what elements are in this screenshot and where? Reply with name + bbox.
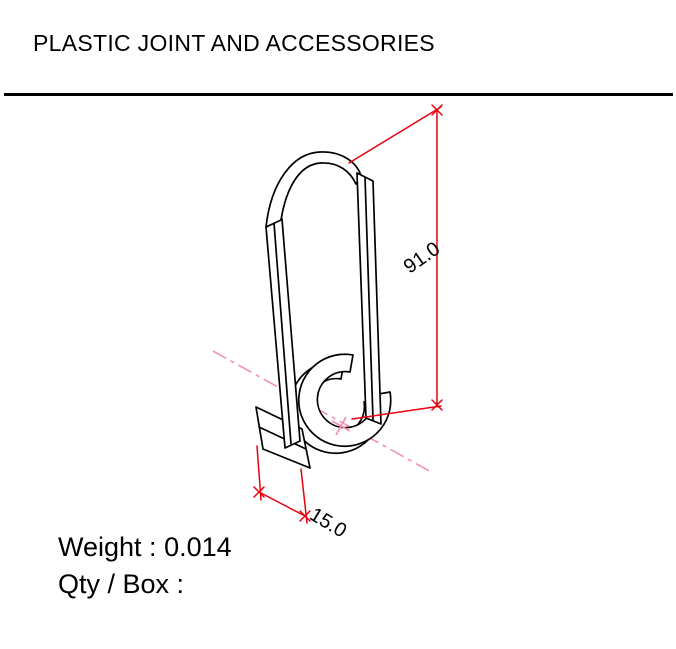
bottom-tab-edge: [258, 426, 307, 450]
center-mark-icon: [331, 416, 351, 436]
tick-mark: [431, 399, 443, 411]
qty-box-row: Qty / Box :: [58, 566, 232, 603]
qty-box-label: Qty / Box :: [58, 569, 185, 599]
weight-value: 0.014: [164, 532, 232, 562]
part-outline: [255, 151, 392, 469]
weight-row: Weight : 0.014: [58, 529, 232, 566]
part-info: Weight : 0.014 Qty / Box :: [58, 529, 232, 603]
centerline: [212, 350, 434, 474]
top-arch: [265, 151, 362, 228]
right-arm-edge: [364, 176, 374, 421]
left-arm-edge: [273, 222, 292, 445]
weight-label: Weight :: [58, 532, 157, 562]
title-divider: [4, 93, 673, 96]
extension-line: [348, 106, 442, 164]
dimension-line: [258, 491, 306, 517]
tick-mark: [431, 104, 443, 116]
tick-mark: [253, 486, 265, 498]
extension-line: [351, 405, 442, 420]
page-title: PLASTIC JOINT AND ACCESSORIES: [33, 30, 435, 56]
tick-mark: [299, 510, 311, 522]
dimension-width-label: 15.0: [306, 504, 351, 543]
